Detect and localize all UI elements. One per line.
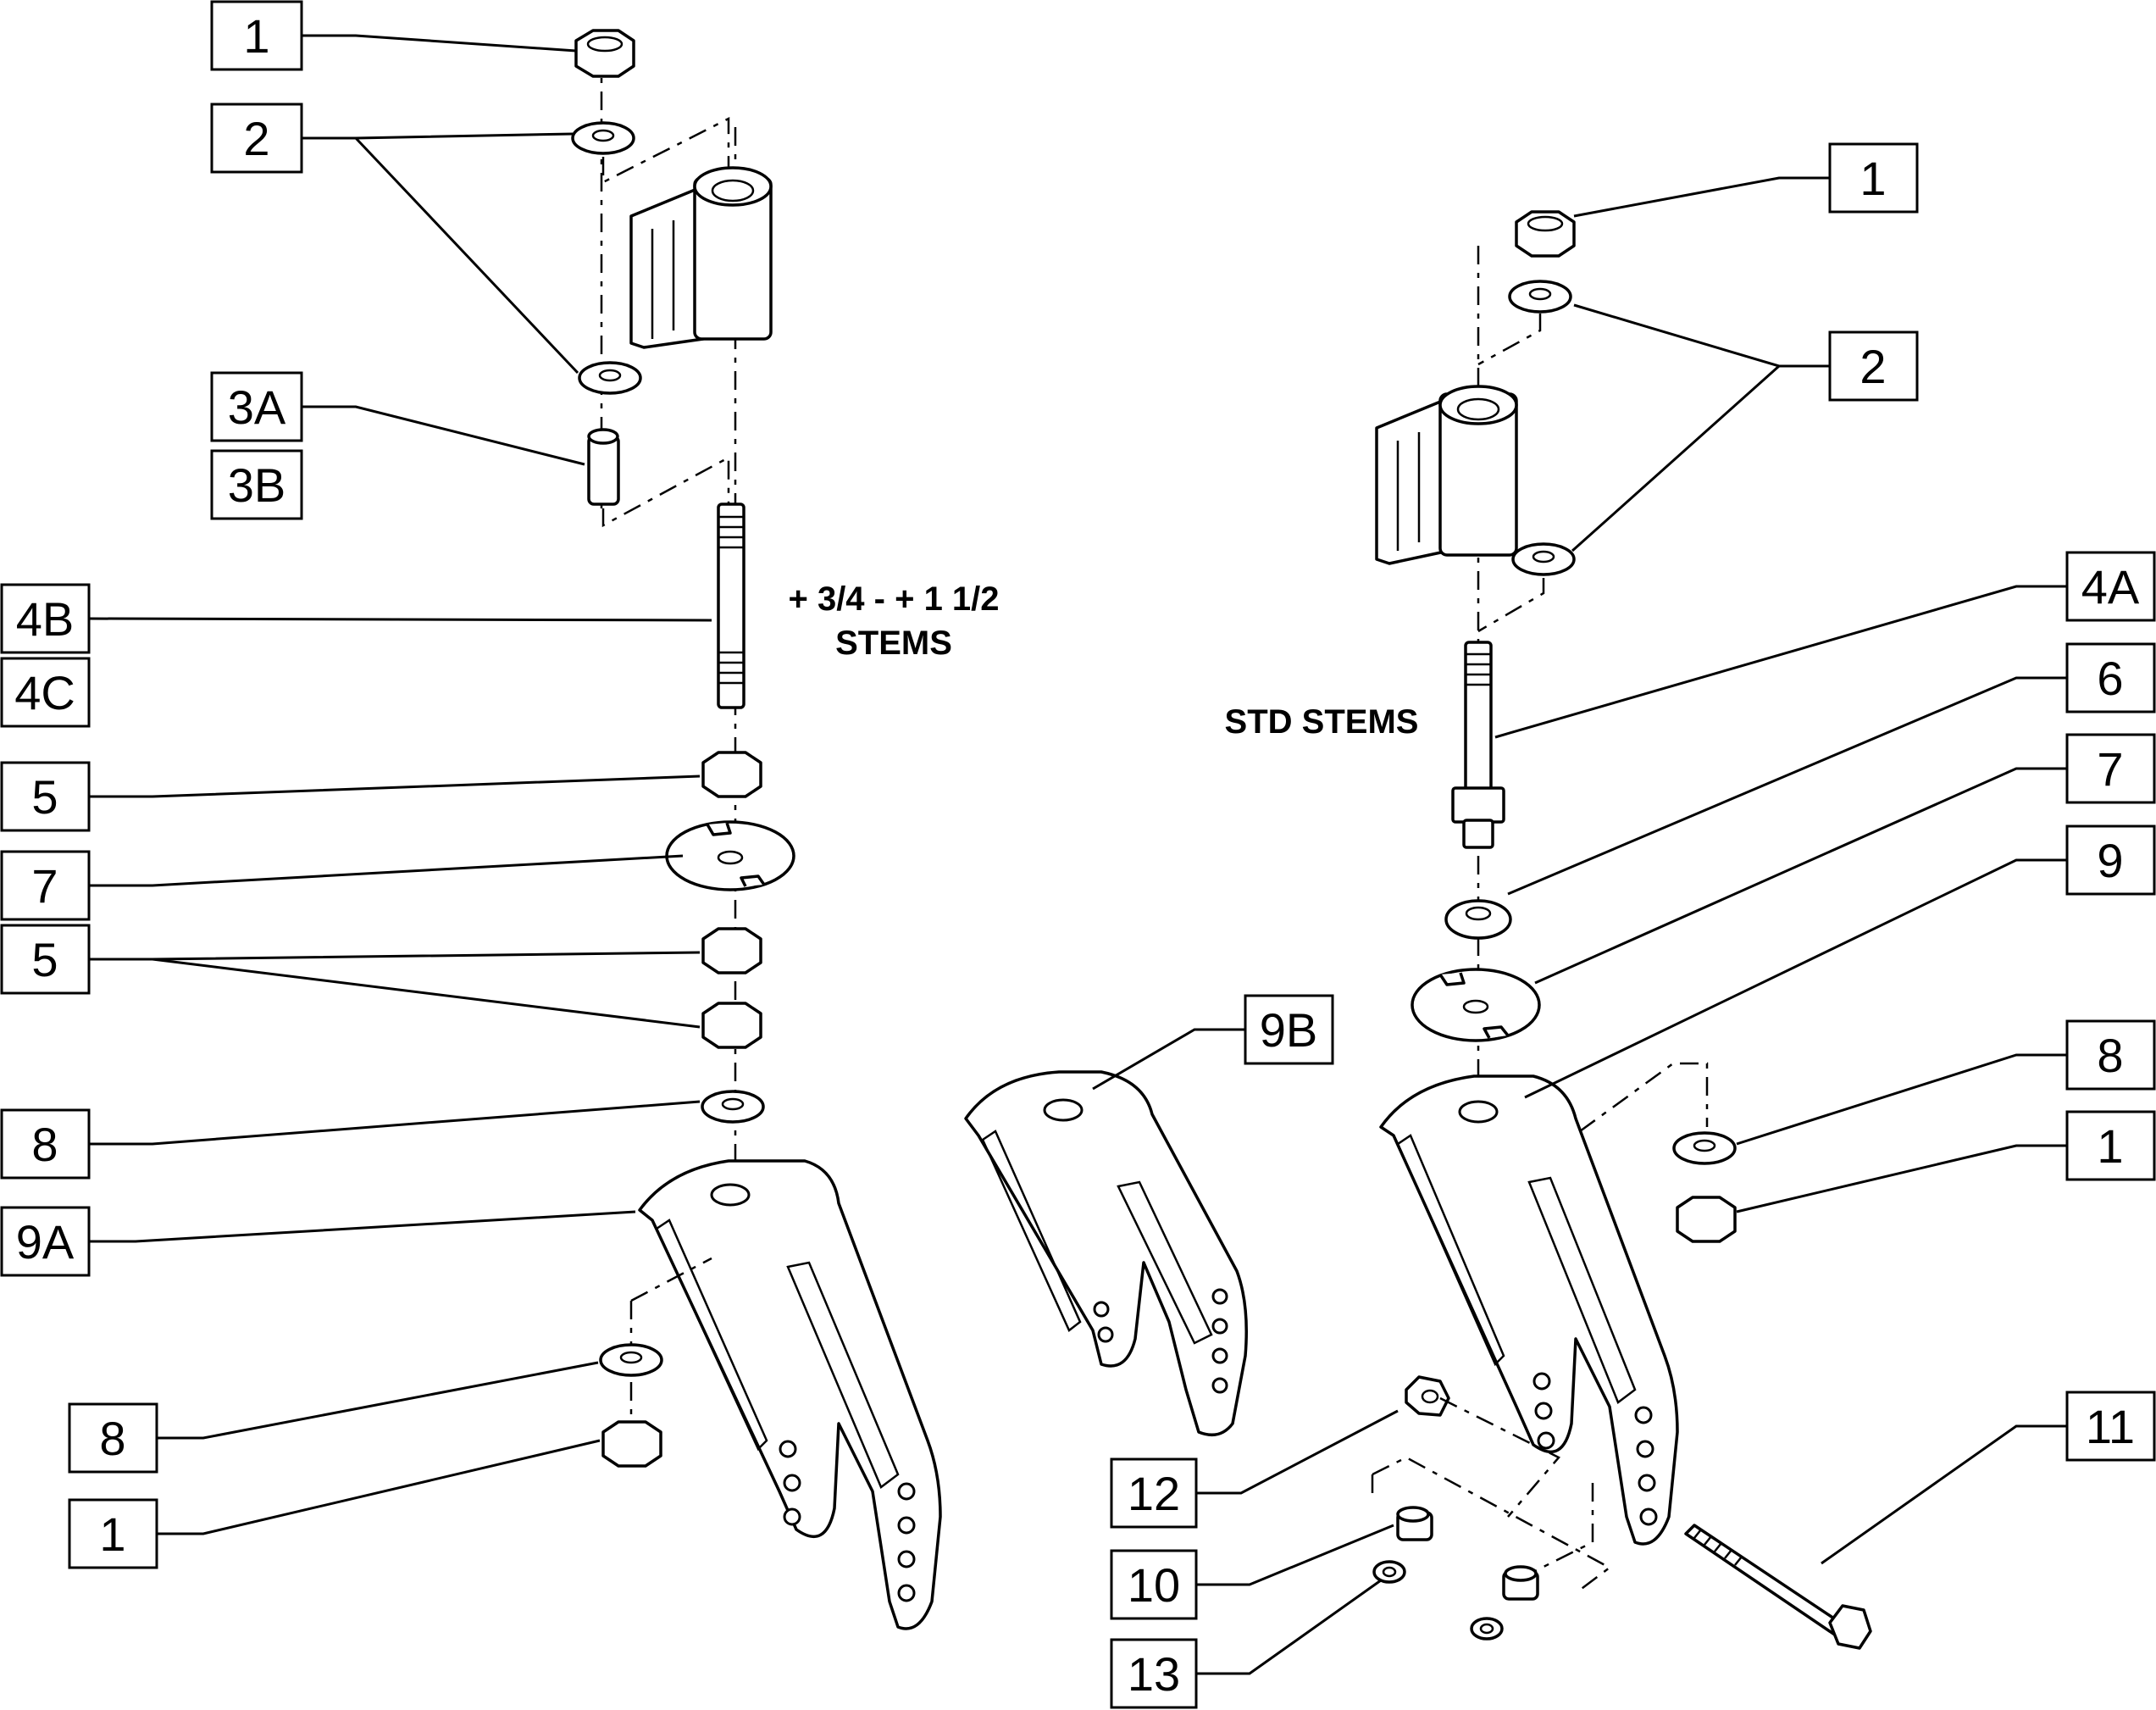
callout-4a: 4A	[2065, 551, 2156, 622]
callout-5b: 5	[0, 924, 91, 995]
callout-1d: 1	[2065, 1110, 2156, 1181]
callout-3a: 3A	[210, 371, 303, 442]
callout-7b: 7	[2065, 733, 2156, 804]
hinge-bracket-part	[1375, 385, 1518, 565]
callout-9b: 9B	[1244, 994, 1334, 1065]
svg-text:9A: 9A	[16, 1215, 75, 1269]
washer-part	[1508, 280, 1572, 314]
svg-text:7: 7	[31, 859, 58, 913]
svg-text:9: 9	[2097, 834, 2123, 887]
svg-text:7: 7	[2097, 742, 2123, 796]
callout-11: 11	[2065, 1391, 2156, 1462]
bolt-part	[1684, 1524, 1872, 1650]
callout-8b: 8	[68, 1402, 158, 1474]
fork-bracket-9b-part	[964, 1070, 1248, 1437]
svg-text:10: 10	[1128, 1558, 1180, 1612]
hinge-bracket-part	[629, 166, 773, 349]
left-assembly	[571, 29, 942, 1630]
callout-8c: 8	[2065, 1019, 2156, 1091]
washer-part	[1511, 542, 1576, 576]
callout-6: 6	[2065, 642, 2156, 713]
left-stems-note-line2: STEMS	[835, 625, 952, 662]
slotted-disc-part	[665, 820, 795, 891]
svg-text:12: 12	[1128, 1467, 1180, 1520]
svg-text:5: 5	[31, 770, 58, 824]
svg-text:1: 1	[1859, 152, 1886, 205]
right-assembly	[1371, 210, 1872, 1650]
callout-4b: 4B	[0, 583, 91, 654]
washer-part	[1444, 899, 1512, 940]
svg-text:1: 1	[99, 1507, 125, 1561]
callout-10: 10	[1110, 1549, 1198, 1620]
threaded-stem-part	[1451, 641, 1505, 849]
washer-part	[1470, 1617, 1504, 1641]
hex-nut-part	[701, 1002, 762, 1049]
washer-part	[571, 121, 635, 155]
left-stems-note-line1: + 3/4 - + 1 1/2	[788, 580, 999, 618]
callout-13: 13	[1110, 1638, 1198, 1709]
svg-text:4A: 4A	[2081, 560, 2140, 613]
washer-part	[599, 1343, 663, 1377]
callout-9: 9	[2065, 824, 2156, 896]
svg-text:4B: 4B	[16, 592, 75, 646]
fork-bracket-part	[638, 1159, 942, 1630]
hex-nut-part	[1676, 1196, 1737, 1243]
hex-nut-part	[701, 927, 762, 974]
svg-text:1: 1	[243, 9, 269, 63]
spacer-part	[1396, 1506, 1433, 1541]
svg-text:5: 5	[31, 933, 58, 986]
hex-nut-part	[1515, 210, 1576, 258]
right-stems-note: STD STEMS	[1225, 703, 1419, 741]
svg-text:6: 6	[2097, 652, 2123, 705]
hex-nut-part	[601, 1420, 662, 1468]
callout-12: 12	[1110, 1457, 1198, 1529]
callout-2: 2	[210, 103, 303, 174]
washer-part	[578, 361, 642, 395]
callout-8: 8	[0, 1108, 91, 1180]
svg-text:1: 1	[2097, 1119, 2123, 1173]
callout-5: 5	[0, 761, 91, 832]
spacer-part	[1502, 1565, 1539, 1601]
callout-3b: 3B	[210, 449, 303, 520]
svg-text:8: 8	[2097, 1029, 2123, 1082]
washer-part	[1672, 1131, 1737, 1165]
svg-text:8: 8	[31, 1118, 58, 1171]
svg-text:11: 11	[2086, 1400, 2135, 1453]
callout-1: 1	[210, 0, 303, 71]
hex-nut-part	[701, 751, 762, 798]
svg-text:4C: 4C	[14, 666, 75, 719]
leader-lines	[88, 34, 2067, 1675]
threaded-stem-part	[717, 502, 745, 709]
svg-text:2: 2	[1859, 340, 1886, 393]
fork-bracket-part	[1379, 1074, 1679, 1546]
svg-text:9B: 9B	[1260, 1003, 1318, 1057]
hex-nut-part	[1405, 1375, 1450, 1417]
svg-text:2: 2	[243, 112, 269, 165]
svg-text:8: 8	[99, 1412, 125, 1465]
slotted-disc-part	[1411, 968, 1541, 1042]
washer-part	[701, 1090, 765, 1124]
svg-text:3B: 3B	[228, 458, 286, 512]
callout-4c: 4C	[0, 657, 91, 728]
callout-9a: 9A	[0, 1206, 91, 1277]
callout-1b: 1	[68, 1498, 158, 1569]
washer-part	[1372, 1560, 1406, 1584]
callout-7: 7	[0, 850, 91, 921]
callout-1c: 1	[1828, 142, 1919, 214]
svg-text:13: 13	[1128, 1647, 1180, 1701]
callout-2b: 2	[1828, 330, 1919, 402]
spacer-part	[587, 428, 620, 506]
svg-text:3A: 3A	[228, 380, 286, 434]
hex-nut-part	[574, 29, 635, 78]
